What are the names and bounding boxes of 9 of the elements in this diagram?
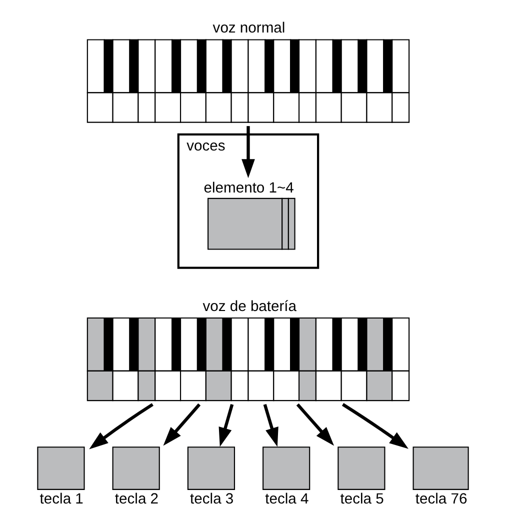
node-label: tecla 3 bbox=[190, 491, 234, 508]
node-label: tecla 1 bbox=[40, 491, 84, 508]
node-text: voz de batería bbox=[202, 298, 297, 315]
node-label: tecla 76 bbox=[415, 491, 468, 508]
node-label: elemento 1~4 bbox=[204, 180, 294, 196]
node-label: tecla 2 bbox=[114, 491, 159, 508]
node-text: voz normal bbox=[212, 20, 286, 37]
node-label: tecla 5 bbox=[340, 491, 384, 508]
node-label: tecla 4 bbox=[265, 491, 309, 508]
